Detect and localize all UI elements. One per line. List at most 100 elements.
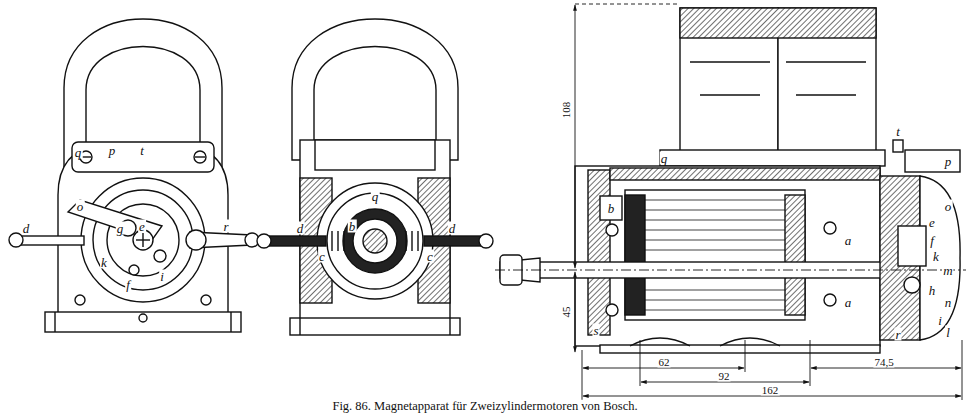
end-view-part xyxy=(54,312,55,332)
longitudinal-section-view-part xyxy=(796,94,856,95)
longitudinal-section-view-part xyxy=(606,224,618,236)
cross-section-view-part xyxy=(290,318,460,335)
cross-section-view-part xyxy=(317,183,433,299)
dimension-lines-part xyxy=(575,4,680,5)
dimension-value: 62 xyxy=(658,357,671,368)
cross-section-view-part xyxy=(343,209,407,273)
part-letter: m xyxy=(942,264,953,277)
end-view-part xyxy=(93,190,193,290)
cross-section-view-part xyxy=(363,229,387,253)
dimension-lines-part xyxy=(810,340,811,386)
end-view xyxy=(9,19,259,332)
dimension-lines-part xyxy=(811,368,961,369)
cross-section-view-part xyxy=(406,231,418,251)
longitudinal-section-view-part xyxy=(660,150,885,166)
longitudinal-section-view-part xyxy=(606,304,618,316)
end-view-part xyxy=(139,314,147,322)
part-letter: i xyxy=(159,270,165,283)
dimension-lines-part xyxy=(641,382,809,383)
cross-section-view-part xyxy=(257,234,271,248)
longitudinal-section-view-part xyxy=(904,277,920,293)
part-letter: t xyxy=(895,125,901,138)
part-letter: e xyxy=(138,220,146,233)
longitudinal-section-view xyxy=(500,8,960,353)
cross-section-view-part xyxy=(424,236,482,246)
part-letter: q xyxy=(74,146,83,159)
part-letter: d xyxy=(22,222,31,235)
longitudinal-section-view-part xyxy=(680,8,876,38)
part-letter: o xyxy=(76,200,85,213)
cross-section-view-part xyxy=(299,318,300,335)
end-view-part xyxy=(154,250,166,262)
dimension-value: 108 xyxy=(561,101,572,120)
end-view-part xyxy=(142,233,143,247)
part-letter: a xyxy=(844,296,853,309)
longitudinal-section-view-part xyxy=(625,195,645,315)
longitudinal-section-view-part xyxy=(786,61,866,62)
part-letter: q xyxy=(371,190,380,203)
dimension-lines xyxy=(495,4,966,400)
part-letter: p xyxy=(108,144,117,157)
cross-section-view-part xyxy=(479,234,493,248)
end-view-part xyxy=(129,265,139,275)
dimension-value: 74,5 xyxy=(873,357,894,368)
longitudinal-section-view-part xyxy=(600,196,622,220)
end-view-part xyxy=(72,142,214,172)
longitudinal-section-view-part xyxy=(905,150,960,172)
longitudinal-section-view-part xyxy=(645,200,785,310)
part-letter: k xyxy=(932,250,940,263)
dimension-value: 45 xyxy=(561,306,572,319)
part-letter: d xyxy=(448,222,457,235)
part-letter: r xyxy=(894,328,901,341)
dimension-lines-part xyxy=(575,5,576,268)
part-letter: d xyxy=(296,222,305,235)
longitudinal-section-view-part xyxy=(690,61,770,62)
longitudinal-section-view-part xyxy=(600,345,880,353)
end-view-part xyxy=(81,178,205,302)
longitudinal-section-view-part xyxy=(898,226,926,266)
dimension-lines-part xyxy=(583,368,744,369)
cross-section-view-part xyxy=(353,219,397,263)
end-view-part xyxy=(20,236,84,245)
end-view-part xyxy=(9,233,23,247)
longitudinal-section-view-part xyxy=(785,195,805,315)
cross-section-view-part xyxy=(315,140,435,170)
dimension-value: 92 xyxy=(718,371,731,382)
part-letter: n xyxy=(944,296,953,309)
longitudinal-section-view-part xyxy=(630,338,780,346)
dimension-value: 162 xyxy=(761,385,780,396)
longitudinal-section-view-part xyxy=(575,166,880,346)
part-letter: s xyxy=(592,324,599,337)
cross-section-view-part xyxy=(268,236,326,246)
end-view-part xyxy=(230,312,231,332)
end-view-part xyxy=(195,156,205,157)
end-view-part xyxy=(201,295,211,305)
cross-section-view-part xyxy=(332,231,344,251)
part-letter: h xyxy=(928,284,937,297)
longitudinal-section-view-part xyxy=(824,222,836,234)
part-letter: b xyxy=(607,202,616,215)
cross-section-view-part xyxy=(449,318,450,335)
end-view-part xyxy=(133,230,153,250)
figure-caption: Fig. 86. Magnetapparat für Zweizylinderm… xyxy=(332,400,637,413)
dimension-lines-part xyxy=(640,340,641,386)
longitudinal-section-view-part xyxy=(625,190,805,320)
cross-section-view xyxy=(257,19,493,335)
part-letter: c xyxy=(318,250,326,263)
part-letter: q xyxy=(660,152,669,165)
part-letter: e xyxy=(928,216,936,229)
part-letter: r xyxy=(222,220,229,233)
part-letter: b xyxy=(348,220,357,233)
part-letter: t xyxy=(139,144,145,157)
part-letter: l xyxy=(945,326,951,339)
end-view-part xyxy=(186,230,206,250)
longitudinal-section-view-part xyxy=(893,140,903,152)
part-letter: f xyxy=(125,278,131,291)
end-view-part xyxy=(194,151,206,163)
longitudinal-section-view-part xyxy=(824,294,836,306)
longitudinal-section-view-part xyxy=(610,168,880,180)
cross-section-view-part xyxy=(300,140,450,325)
cross-section-view-part xyxy=(327,193,423,289)
